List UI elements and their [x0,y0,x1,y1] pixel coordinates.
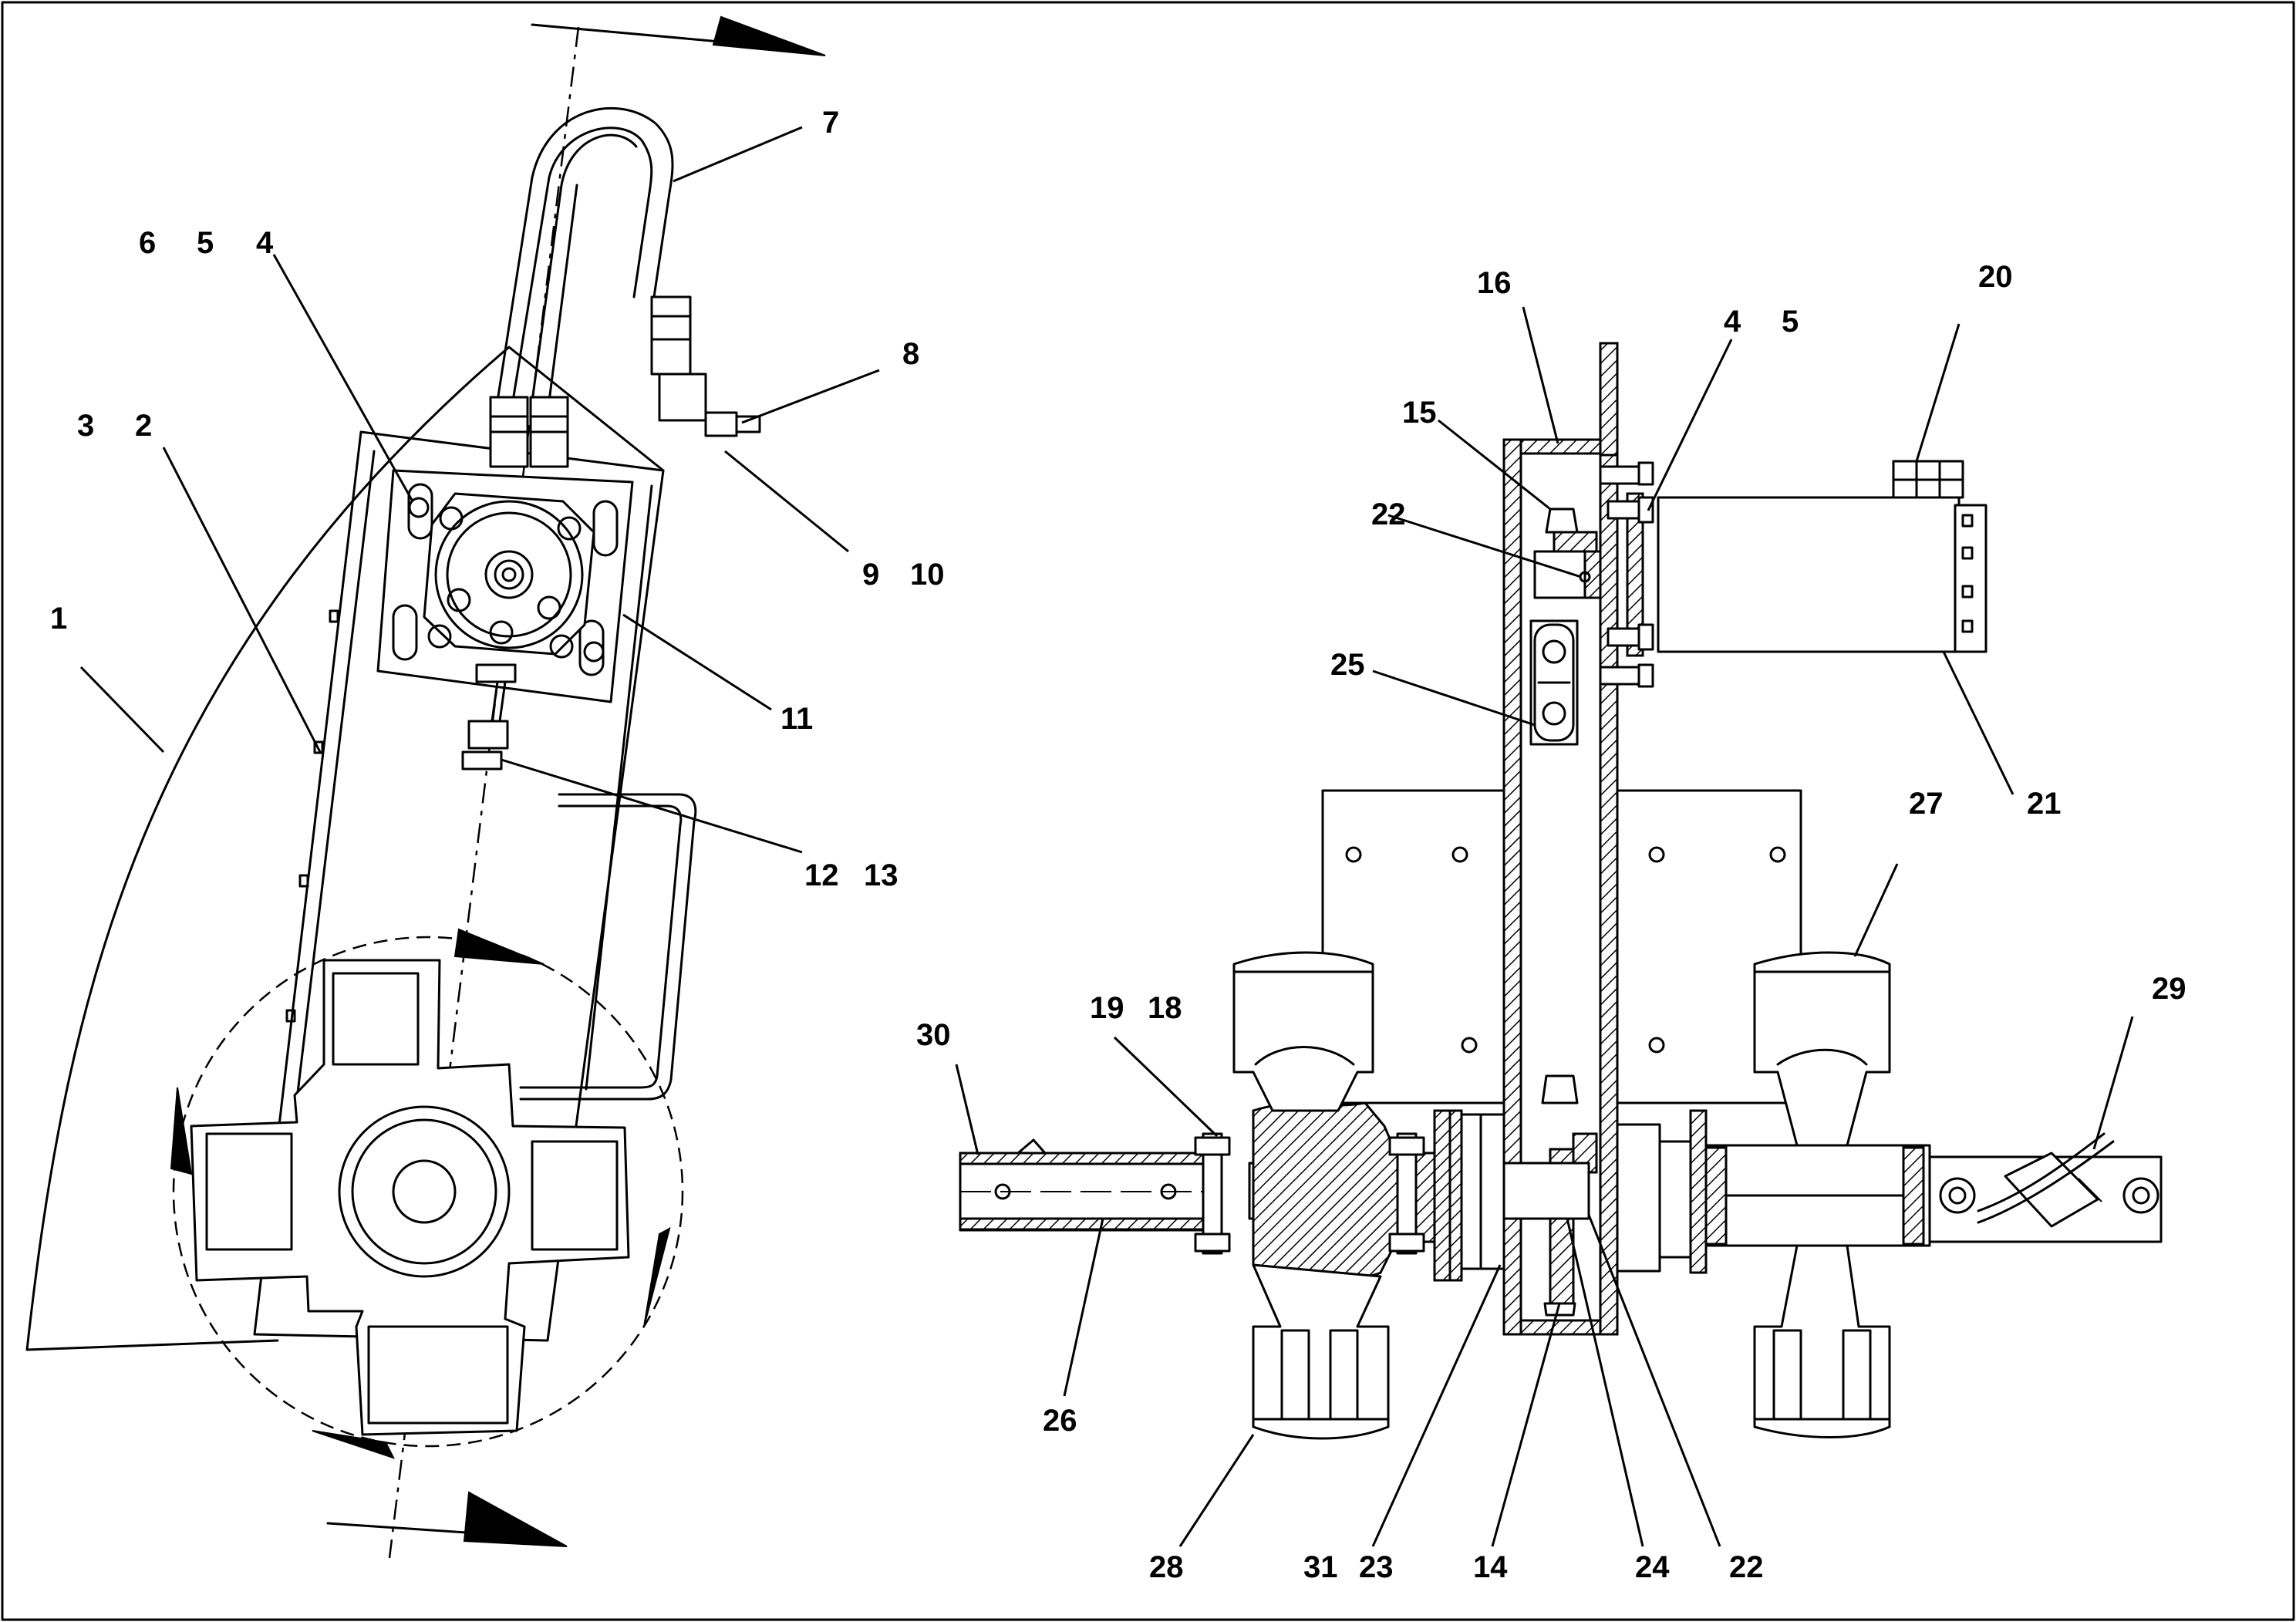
callout-23: 23 [1359,1550,1394,1584]
callout-6: 6 [139,226,156,260]
adjust-screw [461,663,517,771]
callout-10: 10 [910,558,945,592]
elbow-fitting [650,295,761,437]
callout-15: 15 [1402,396,1437,430]
callout-16: 16 [1477,266,1512,300]
rotation-arrow-1 [453,928,544,965]
body-outline [25,346,665,1351]
motor-side-bolts [1961,514,1974,633]
right-collar [1616,1123,1661,1273]
flange-bolts [1599,461,1654,688]
callout-26: 26 [1043,1404,1077,1438]
callout-2: 2 [135,409,152,443]
callout-18: 18 [1148,991,1182,1025]
housing-right-wall [1599,438,1619,1336]
housing-bottom [1519,1319,1602,1336]
frame-plate-inner [295,450,653,1101]
callout-25: 25 [1330,648,1365,682]
rotor-path [172,936,684,1448]
upper-block [1553,531,1598,553]
callout-12: 12 [804,858,839,892]
rotor-hub [338,1105,511,1278]
hose-7 [496,106,674,403]
rotation-arrow-4 [312,1430,395,1459]
right-blade-bottom [1753,1244,1891,1438]
callout-5-right: 5 [1782,305,1799,339]
housing-top [1519,438,1602,455]
frame-bolts [285,609,339,1023]
section-arrow-bottom [463,1491,568,1547]
motor-flange [1626,492,1644,657]
callout-9: 9 [862,558,879,592]
chain-25 [1529,619,1579,746]
callout-19: 19 [1090,991,1124,1025]
callout-29: 29 [2152,972,2186,1006]
callout-4-left: 4 [256,226,274,260]
callout-22-bottom: 22 [1729,1550,1764,1584]
left-blade-top [1232,951,1374,1112]
callout-22-top: 22 [1371,497,1406,531]
rotation-arrow-2 [170,1087,193,1175]
rotation-arrow-3 [643,1227,671,1327]
right-view [959,342,2163,1440]
plate-holes [1345,846,1786,1054]
callout-24: 24 [1635,1550,1670,1584]
left-blade-bottom [1252,1263,1390,1440]
hose-fittings [489,396,569,468]
callout-7: 7 [822,106,839,140]
callout-labels: 1 2 3 4 5 6 7 8 9 10 11 12 13 14 15 16 4… [50,106,2186,1584]
section-arrow-top [712,15,826,56]
callout-20: 20 [1978,260,2013,294]
leader-lines [79,126,2134,1547]
upper-sprocket [1545,508,1579,534]
flange-31 [1433,1109,1451,1282]
callout-3: 3 [77,409,94,443]
mount-slots [392,483,619,676]
housing-cap [1599,342,1619,457]
left-view [25,15,826,1559]
housing-left-wall [1502,438,1522,1336]
motor-side-body [1657,496,1961,653]
callout-27: 27 [1909,787,1944,821]
callout-11: 11 [781,702,813,736]
motor-face [434,500,584,649]
hub-bolts [1194,1132,1425,1255]
callout-13: 13 [864,858,899,892]
callout-21: 21 [2027,787,2062,821]
callout-28: 28 [1149,1550,1184,1584]
pipe-30 [959,1138,1205,1232]
callout-1: 1 [50,602,67,636]
bearing-29 [2004,1152,2099,1228]
callout-5-left: 5 [197,226,214,260]
side-bracket [519,793,697,1101]
motor-bolts [427,506,582,659]
callout-8: 8 [902,337,919,371]
callout-14: 14 [1473,1550,1508,1584]
callout-30: 30 [916,1018,951,1052]
callout-4-right: 4 [1724,305,1741,339]
callout-31: 31 [1303,1550,1338,1584]
